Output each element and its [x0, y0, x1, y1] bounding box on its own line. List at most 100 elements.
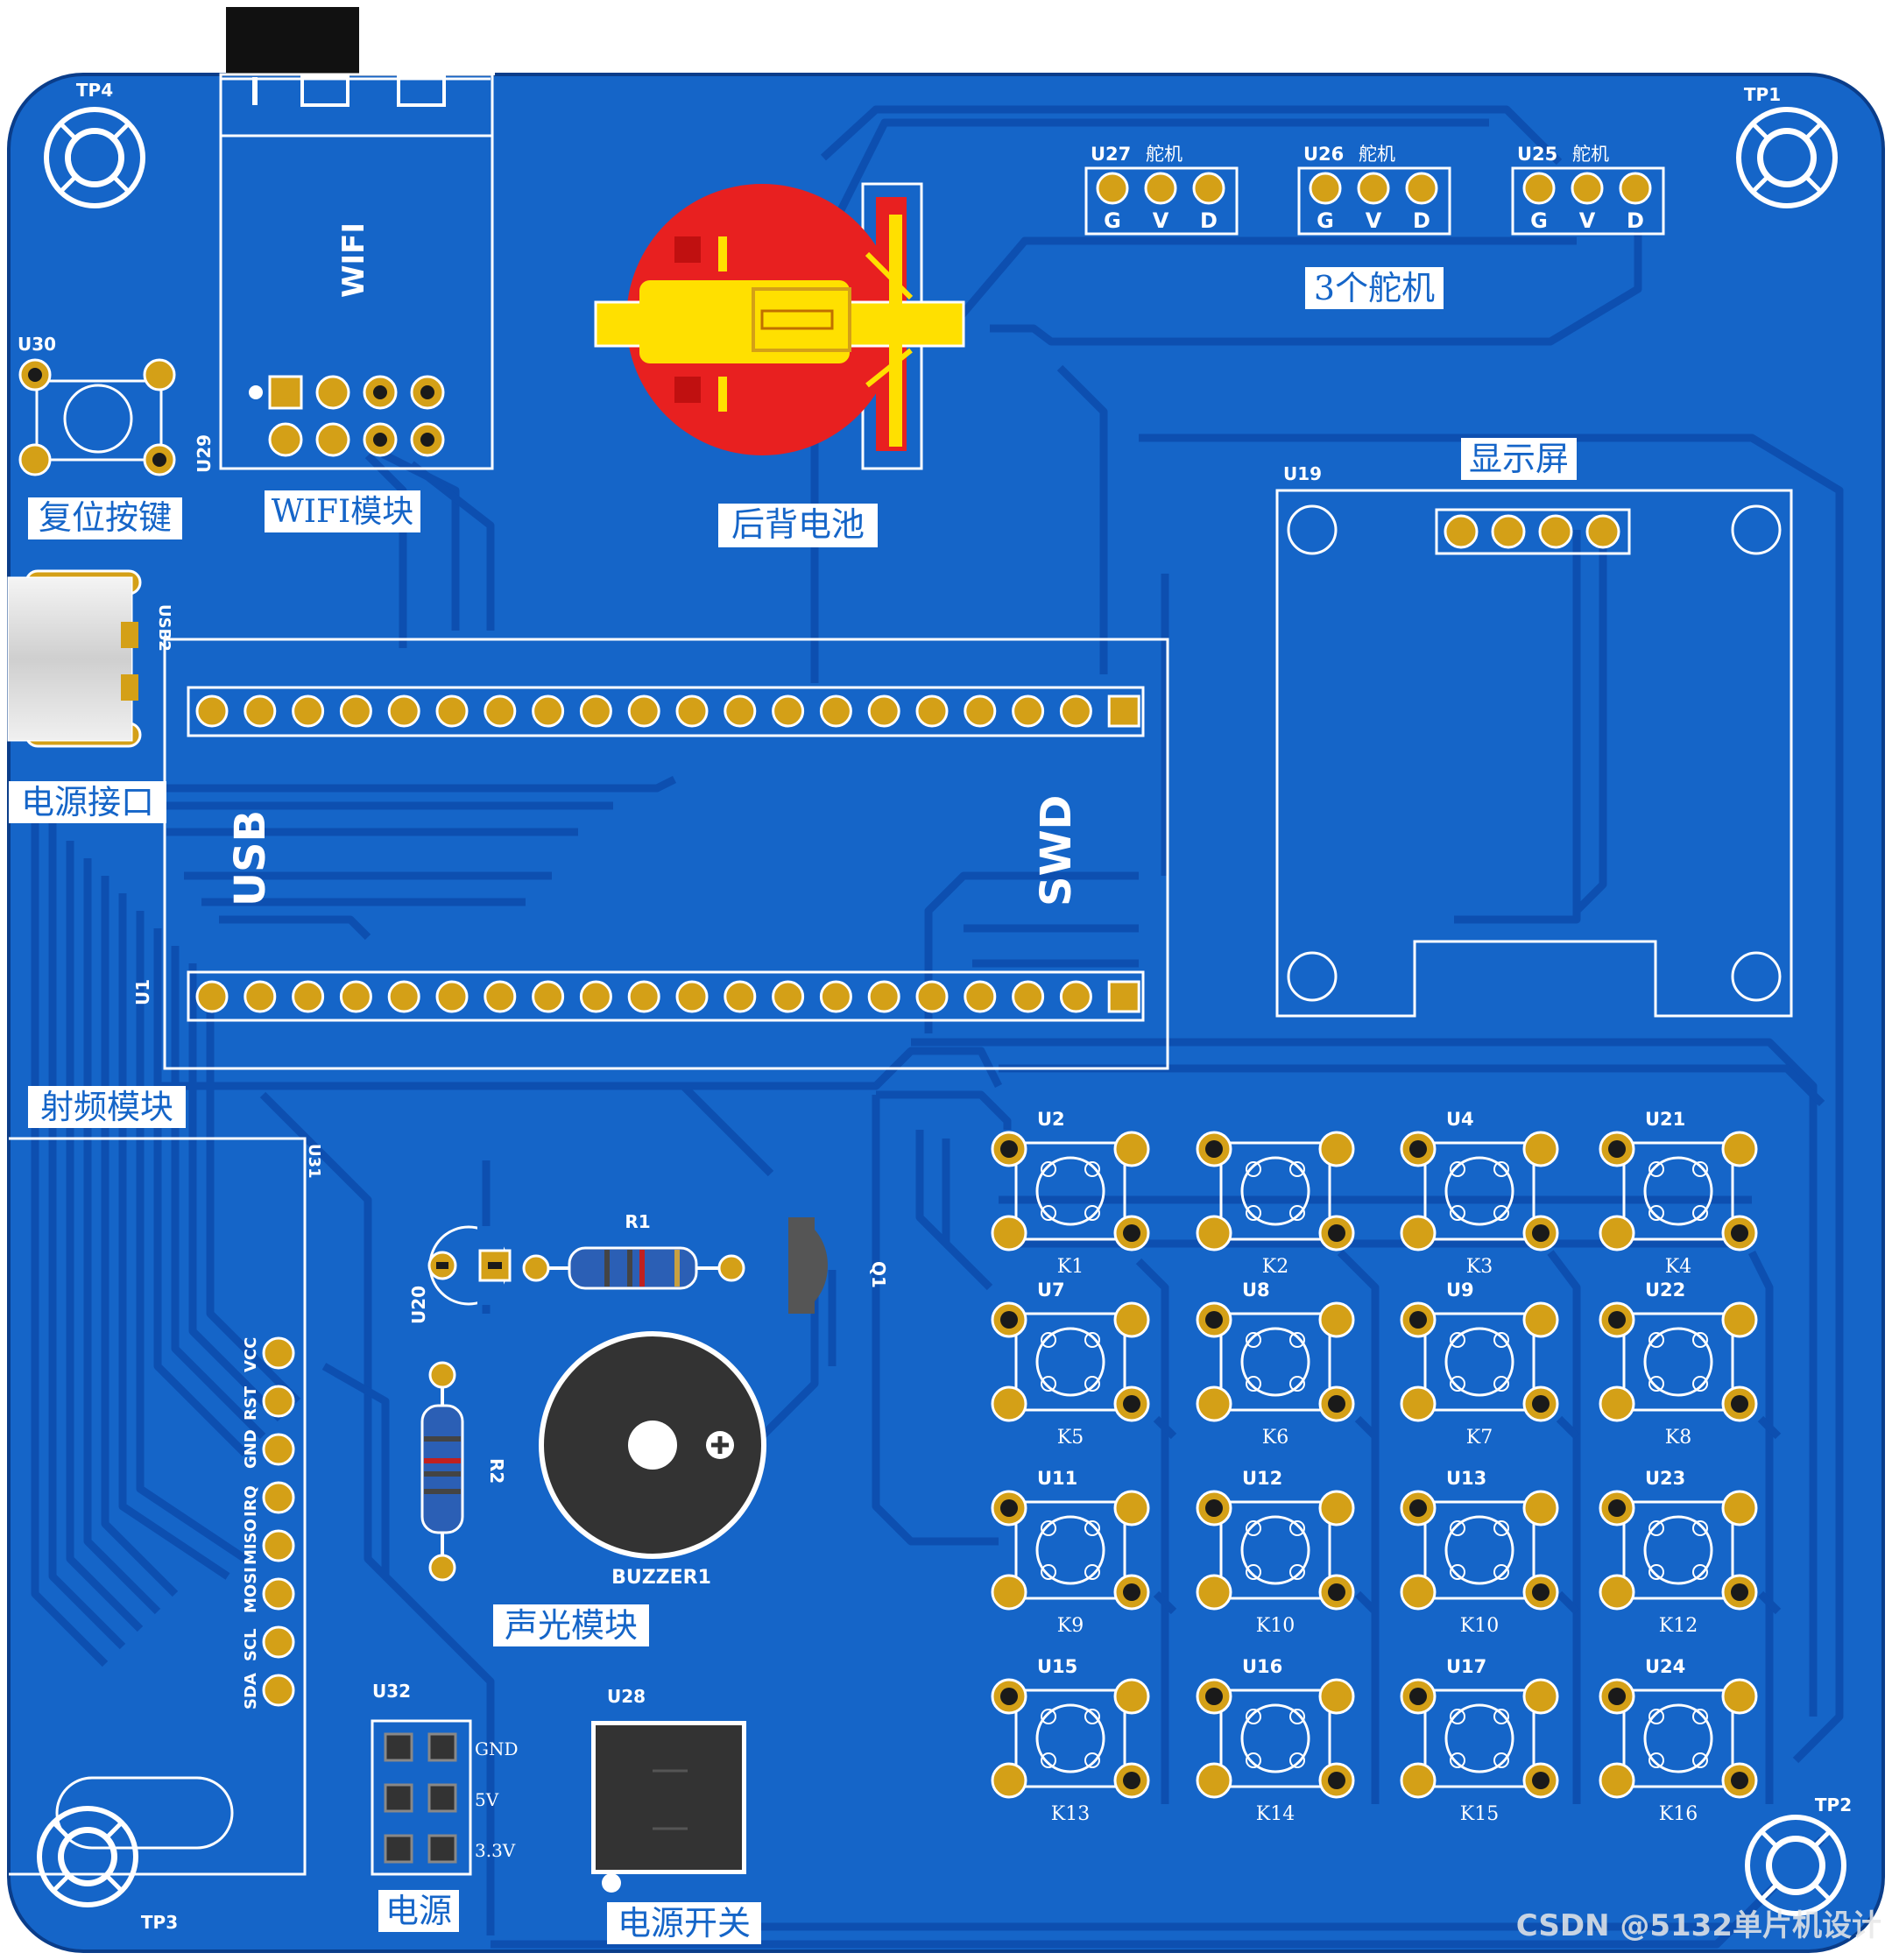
rf-pin-label: IRQ — [242, 1485, 260, 1517]
servo-pin-label: G — [1104, 208, 1121, 233]
servo-pin-label: G — [1530, 208, 1548, 233]
rf-pin-label: MISO — [242, 1519, 260, 1565]
tp2-label: TP2 — [1815, 1794, 1852, 1815]
rf-label: 射频模块 — [40, 1088, 173, 1126]
trace-layer — [31, 105, 1844, 1949]
servo-ref: U26 — [1303, 144, 1344, 165]
tp1-label: TP1 — [1744, 84, 1781, 105]
rf-pin-label: MOSI — [242, 1567, 260, 1613]
key-ref: U21 — [1645, 1109, 1685, 1130]
servo-group: U27 舵机 G V D U26 舵机 G V D U25 舵机 G V D — [1084, 144, 1665, 236]
rf-pin-label: RST — [242, 1385, 260, 1421]
usb-connector: USB2 电源接口 — [7, 569, 173, 823]
key-label: K4 — [1665, 1256, 1691, 1278]
key-label: K1 — [1057, 1256, 1084, 1278]
servo-pin-label: D — [1200, 208, 1218, 233]
key-label: K13 — [1051, 1803, 1090, 1825]
q1-ref: Q1 — [868, 1261, 889, 1288]
usb-label: 电源接口 — [21, 783, 154, 821]
wifi-ref: U29 — [194, 434, 215, 473]
servo-name: 舵机 — [1146, 144, 1182, 165]
switch-ref: U28 — [607, 1686, 646, 1707]
sound-light-module: U20 R1 Q1 R2 BUZZER1 声光模块 — [408, 1211, 889, 1646]
tp3-label: TP3 — [141, 1912, 178, 1933]
display-ref: U19 — [1283, 463, 1322, 484]
key-label: K2 — [1262, 1256, 1288, 1278]
battery-holder: 后背电池 — [594, 182, 965, 547]
servo-ref: U25 — [1517, 144, 1557, 165]
servo-pin-label: D — [1627, 208, 1644, 233]
key-label: K10 — [1460, 1615, 1499, 1637]
servo-pin-label: V — [1579, 208, 1596, 233]
power-pin-5v: 5V — [475, 1789, 499, 1810]
reset-label: 复位按键 — [39, 498, 172, 537]
power-label: 电源 — [385, 1892, 452, 1930]
rf-pin-label: SCL — [242, 1628, 260, 1661]
power-ref: U32 — [372, 1681, 411, 1702]
key-ref: U4 — [1446, 1109, 1474, 1130]
key-ref: U15 — [1037, 1656, 1077, 1677]
display-module: U19 显示屏 — [1275, 438, 1793, 1018]
sound-light-label: 声光模块 — [505, 1606, 638, 1645]
key-ref: U11 — [1037, 1468, 1077, 1489]
servo-name: 舵机 — [1359, 144, 1395, 165]
key-ref: U22 — [1645, 1280, 1685, 1301]
key-ref: U16 — [1242, 1656, 1282, 1677]
wifi-module: WIFI U29 WIFI模块 — [194, 7, 495, 532]
key-ref: U9 — [1446, 1280, 1474, 1301]
key-ref: U2 — [1037, 1109, 1065, 1130]
mcu-usb-text: USB — [226, 810, 275, 906]
test-point-tp3: TP3 — [37, 1806, 178, 1933]
key-label: K3 — [1466, 1256, 1493, 1278]
test-point-tp1: TP1 — [1736, 84, 1838, 208]
rf-pin-label: GND — [242, 1429, 260, 1469]
reset-ref: U30 — [18, 334, 56, 355]
switch-label: 电源开关 — [618, 1904, 751, 1942]
power-header: U32 GND 5V 3.3V 电源 — [371, 1681, 519, 1932]
watermark-text: CSDN @5132单片机设计 — [1516, 1908, 1881, 1943]
key-label: K12 — [1659, 1615, 1698, 1637]
servo-pin-label: V — [1366, 208, 1382, 233]
mcu-ref: U1 — [132, 979, 153, 1005]
servo-ref: U27 — [1091, 144, 1131, 165]
wifi-title: WIFI — [336, 222, 371, 298]
servo-header-1: U27 舵机 G V D — [1084, 144, 1239, 236]
key-label: K14 — [1256, 1803, 1295, 1825]
buzzer-ref: BUZZER1 — [611, 1567, 711, 1589]
battery-label: 后背电池 — [731, 505, 865, 544]
display-label: 显示屏 — [1469, 440, 1569, 478]
key-label: K6 — [1262, 1427, 1288, 1449]
power-pin-gnd: GND — [475, 1738, 519, 1759]
rf-ref: U31 — [305, 1144, 323, 1179]
mcu-pin-rows — [195, 694, 1140, 1013]
key-label: K9 — [1057, 1615, 1084, 1637]
rf-pin-label: SDA — [242, 1673, 260, 1710]
servo-pin-label: V — [1153, 208, 1169, 233]
mcu-swd-text: SWD — [1032, 795, 1081, 906]
mcu-module: USB SWD U1 — [132, 638, 1169, 1070]
key-label: K15 — [1460, 1803, 1499, 1825]
key-ref: U23 — [1645, 1468, 1685, 1489]
key-label: K7 — [1466, 1427, 1493, 1449]
board-outline — [7, 73, 1885, 1953]
power-pin-3v3: 3.3V — [475, 1840, 516, 1861]
test-point-tp2: TP2 — [1745, 1794, 1852, 1916]
led-ref: U20 — [408, 1286, 429, 1324]
